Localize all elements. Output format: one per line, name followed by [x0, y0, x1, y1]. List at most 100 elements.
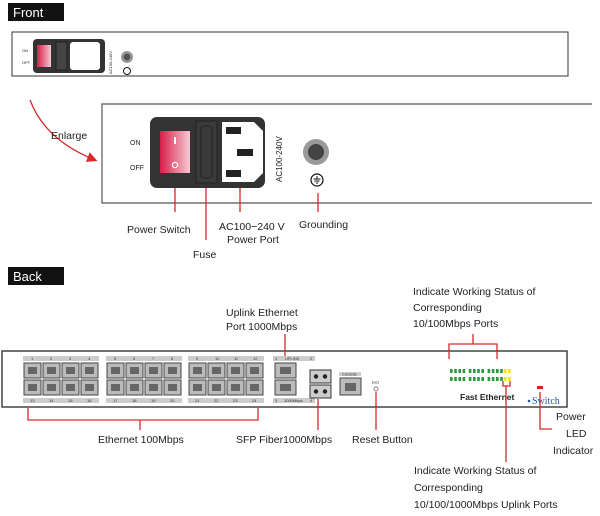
svg-text:Switch: Switch	[532, 396, 560, 407]
port-number: 9	[196, 356, 199, 361]
port-led	[487, 369, 491, 373]
port-led	[477, 369, 480, 373]
rj45-port[interactable]	[207, 379, 226, 396]
ground-icon	[310, 173, 324, 187]
callout-grounding: Grounding	[299, 219, 348, 231]
rj45-port[interactable]	[23, 362, 42, 379]
uplink-rj45-port[interactable]	[274, 362, 297, 379]
callout-led1000-2: Corresponding	[414, 482, 483, 494]
callout-uplink-2: Port 1000Mbps	[226, 321, 297, 333]
svg-text:RST: RST	[372, 380, 381, 385]
port-number: 16	[87, 398, 92, 403]
brand-logo: Fast Ethernet Switch	[460, 392, 560, 407]
console-port[interactable]: Console	[339, 372, 362, 396]
port-led	[462, 369, 466, 373]
sfp-fiber-ports[interactable]	[309, 369, 332, 399]
uplink-rj45-port[interactable]	[274, 379, 297, 396]
power-led	[537, 386, 543, 389]
enlarge-arrow	[29, 99, 98, 162]
front-panel-enlarged: ON OFF AC100-240V	[101, 103, 592, 204]
port-number: 11	[234, 356, 239, 361]
grounding-terminal	[303, 139, 329, 165]
rj45-port[interactable]	[245, 379, 264, 396]
port-number: 19	[151, 398, 156, 403]
callout-led100-1: Indicate Working Status of	[413, 286, 535, 298]
callout-ethernet: Ethernet 100Mbps	[98, 434, 184, 446]
port-led	[477, 377, 480, 381]
port-number: 1	[31, 356, 34, 361]
callout-led1000-1: Indicate Working Status of	[414, 465, 536, 477]
rj45-port[interactable]	[23, 379, 42, 396]
svg-text:OFF: OFF	[130, 165, 144, 172]
reset-button[interactable]: RST	[372, 380, 381, 392]
callout-led100-2: Corresponding	[413, 302, 482, 314]
callout-reset: Reset Button	[352, 434, 413, 446]
port-led	[450, 377, 453, 381]
port-number: 6	[133, 356, 136, 361]
uplink-led	[504, 377, 507, 381]
port-led	[450, 369, 453, 373]
svg-text:Fast Ethernet: Fast Ethernet	[460, 392, 514, 402]
rj45-port[interactable]	[188, 379, 207, 396]
rj45-port[interactable]	[226, 362, 245, 379]
rj45-port[interactable]	[144, 379, 163, 396]
rj45-port[interactable]	[125, 362, 144, 379]
rj45-port[interactable]	[207, 362, 226, 379]
callout-power-port-2: Power Port	[227, 234, 279, 246]
port-led	[500, 369, 503, 373]
port-number: 20	[170, 398, 175, 403]
svg-text:UPLINK: UPLINK	[285, 356, 300, 361]
port-led	[473, 377, 476, 381]
port-led	[462, 377, 466, 381]
rj45-port[interactable]	[80, 379, 99, 396]
port-led	[468, 369, 472, 373]
port-number: 5	[114, 356, 117, 361]
port-number: 13	[30, 398, 35, 403]
callout-power-switch: Power Switch	[127, 224, 191, 236]
rj45-port[interactable]	[42, 362, 61, 379]
rj45-port[interactable]	[61, 362, 80, 379]
svg-text:ON: ON	[130, 140, 141, 147]
svg-text:Console: Console	[342, 372, 357, 377]
rj45-port[interactable]	[61, 379, 80, 396]
port-led	[481, 369, 484, 373]
svg-text:Front: Front	[13, 5, 44, 20]
callout-power-port-1: AC100−240 V	[219, 221, 285, 233]
rj45-port[interactable]	[42, 379, 61, 396]
uplink-ports: 1 UPLINK 2 3 1000Mbps 4	[273, 356, 315, 403]
port-led	[458, 377, 461, 381]
rj45-port[interactable]	[80, 362, 99, 379]
rj45-port[interactable]	[245, 362, 264, 379]
port-led	[481, 377, 484, 381]
svg-text:OFF: OFF	[22, 60, 31, 65]
svg-text:AC100-240V: AC100-240V	[275, 136, 284, 182]
rj45-port[interactable]	[188, 362, 207, 379]
port-number: 2	[50, 356, 53, 361]
port-number: 18	[132, 398, 137, 403]
svg-text:Back: Back	[13, 269, 42, 284]
port-led	[454, 369, 457, 373]
power-switch[interactable]	[160, 131, 190, 173]
port-led	[500, 377, 503, 381]
port-number: 21	[195, 398, 200, 403]
rj45-port[interactable]	[125, 379, 144, 396]
rj45-port[interactable]	[106, 362, 125, 379]
callout-power-led-2: LED	[566, 428, 587, 440]
port-led	[491, 377, 495, 381]
port-number: 22	[214, 398, 219, 403]
rj45-port[interactable]	[163, 379, 182, 396]
port-led	[491, 369, 495, 373]
front-section-label: Front	[8, 3, 64, 21]
rj45-port[interactable]	[144, 362, 163, 379]
port-led	[473, 369, 476, 373]
callout-uplink-1: Uplink Ethernet	[226, 307, 298, 319]
ac-power-port	[222, 122, 263, 182]
fuse-holder	[195, 120, 218, 184]
port-number: 3	[69, 356, 72, 361]
svg-text:2: 2	[310, 356, 313, 361]
port-number: 8	[171, 356, 174, 361]
svg-text:3: 3	[275, 398, 278, 403]
rj45-port[interactable]	[163, 362, 182, 379]
rj45-port[interactable]	[106, 379, 125, 396]
rj45-port[interactable]	[226, 379, 245, 396]
